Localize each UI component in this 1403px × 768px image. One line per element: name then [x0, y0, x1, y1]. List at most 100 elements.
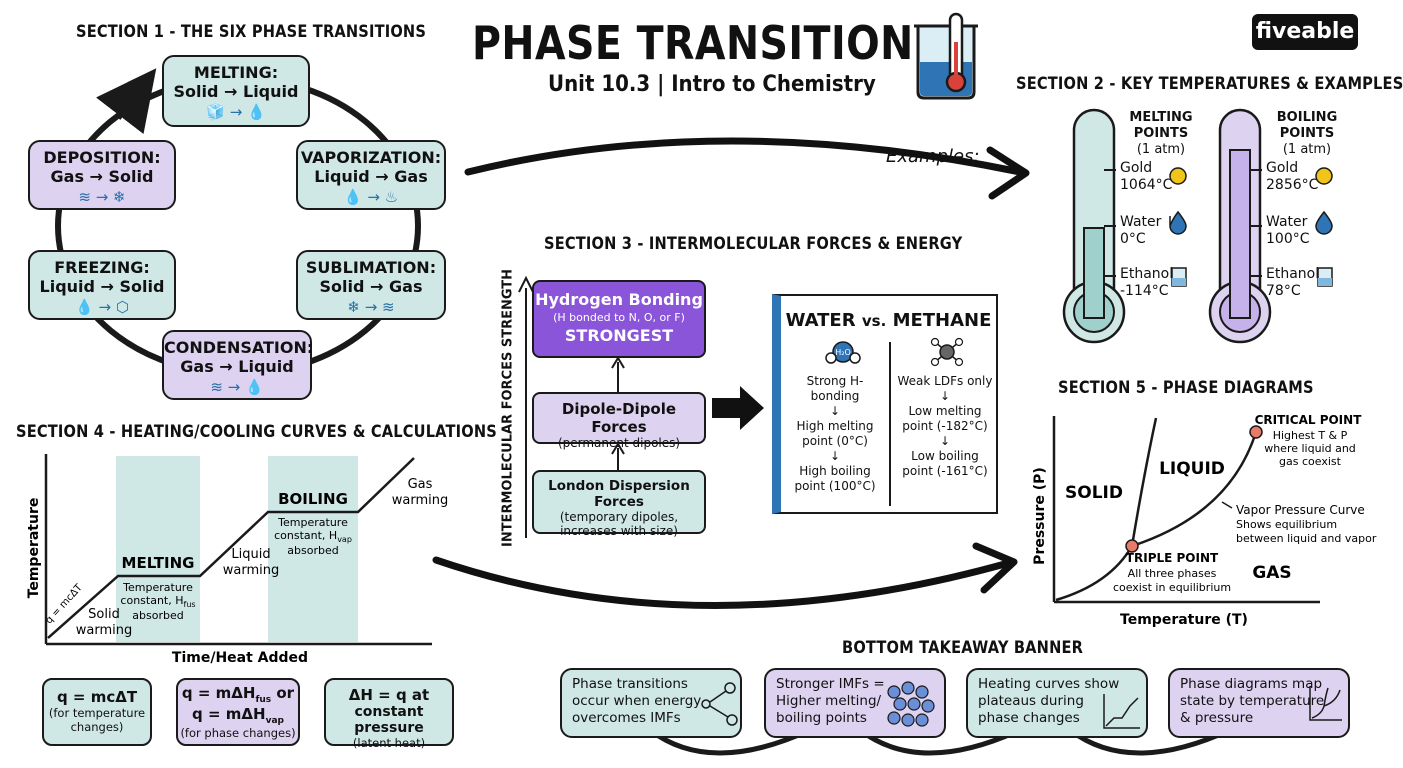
down-arrow-icon: ↓ — [829, 404, 841, 418]
melting-points-title: MELTING POINTS — [1129, 110, 1193, 141]
vapor-curve-d1: Shows equilibrium — [1236, 518, 1337, 531]
methane-molecule-icon — [930, 337, 964, 367]
sublimation-curve — [1055, 545, 1134, 602]
dipole-name: Dipole-Dipole Forces — [561, 400, 677, 436]
gold-coin-icon — [1169, 167, 1187, 185]
triple-point-title: TRIPLE POINT — [1126, 551, 1219, 565]
water-prop-1: Strong H-bonding — [806, 374, 864, 403]
deposition-change: Gas → Solid — [50, 167, 154, 186]
sublimation-box: SUBLIMATION: Solid → Gas ❄ → ≋ — [296, 250, 446, 320]
thermometers — [1062, 108, 1272, 344]
takeaway-2: Stronger IMFs = Higher melting/ boiling … — [764, 668, 946, 738]
dipole-dipole-box: Dipole-Dipole Forces (permanent dipoles) — [532, 392, 706, 450]
water-to-steam-icon: 💧 → ♨ — [343, 188, 399, 206]
phase-diagram-icon — [1309, 686, 1342, 721]
svg-text:constant, Hvap: constant, Hvap — [274, 529, 352, 544]
takeaway-4-l1: Phase diagrams map — [1180, 676, 1323, 692]
takeaway-3-l1: Heating curves show — [978, 676, 1120, 692]
beaker-thermometer-icon — [914, 12, 978, 100]
melting-detail-3: absorbed — [132, 609, 183, 622]
ice-to-water-icon: 🧊 → 💧 — [206, 103, 266, 121]
formula-2-l1end: or — [271, 684, 295, 702]
melting-points-header: MELTING POINTS (1 atm) — [1106, 110, 1216, 158]
triple-point-d1: All three phases — [1128, 567, 1217, 580]
mp-water: Water 0°C — [1120, 214, 1161, 248]
condensation-change: Gas → Liquid — [180, 357, 294, 376]
bp-ethanol: Ethanol 78°C — [1266, 266, 1319, 300]
takeaway-4-l3: & pressure — [1180, 710, 1254, 726]
heating-curve-line — [47, 457, 415, 639]
melting-box: MELTING: Solid → Liquid 🧊 → 💧 — [162, 55, 310, 127]
freezing-change: Liquid → Solid — [39, 277, 165, 296]
water-prop-2: High melting — [796, 419, 874, 433]
snowflake-to-gas-icon: ❄ → ≋ — [347, 298, 395, 316]
down-arrow-icon: ↓ — [939, 389, 951, 403]
melting-detail-1: Temperature — [122, 581, 193, 594]
section4-title: SECTION 4 - HEATING/COOLING CURVES & CAL… — [16, 422, 498, 442]
fusion-curve — [1130, 417, 1158, 547]
takeaway-3-l3: phase changes — [978, 710, 1080, 726]
water-drop-icon — [1315, 210, 1333, 235]
takeaway-1-l2: occur when energy — [572, 693, 702, 709]
bp-water-name: Water — [1266, 214, 1308, 230]
bp-ethanol-name: Ethanol — [1266, 266, 1320, 282]
methane-prop-3: point (-182°C) — [902, 419, 988, 433]
xlabel-time-heat: Time/Heat Added — [172, 650, 308, 666]
mp-gold-name: Gold — [1120, 160, 1153, 176]
boiling-plateau-band — [268, 456, 358, 642]
formula-1-note1: (for temperature — [48, 706, 146, 720]
boiling-detail-1: Temperature — [277, 516, 348, 529]
formula-2-l2sub: vap — [265, 716, 284, 726]
formula-box-enthalpy: ΔH = q at constant pressure (latent heat… — [324, 678, 454, 750]
freezing-label: FREEZING: — [54, 258, 150, 277]
vaporization-label: VAPORIZATION: — [300, 148, 442, 167]
triple-point-marker — [1125, 539, 1139, 553]
compare-vs: vs. — [861, 312, 887, 330]
ylabel-pressure: Pressure (P) — [1032, 467, 1048, 565]
methane-prop-5: point (-161°C) — [902, 464, 988, 478]
critical-point-d2: where liquid and — [1264, 442, 1356, 455]
hbond-tag: STRONGEST — [564, 326, 674, 345]
down-arrow-icon: ↓ — [939, 434, 951, 448]
page-subtitle: Unit 10.3 | Intro to Chemistry — [548, 72, 876, 97]
solid-warming-1: Solid — [88, 607, 120, 622]
water-molecule-label: H₂O — [835, 348, 851, 357]
formula-3-main1: ΔH = q at — [348, 686, 430, 704]
mp-ethanol-value: -114°C — [1120, 283, 1169, 299]
boiling-detail-sub: vap — [337, 535, 352, 544]
formula-box-temperature: q = mcΔT (for temperature changes) — [42, 678, 152, 746]
hbond-name: Hydrogen Bonding — [535, 290, 703, 309]
london-detail1: (temporary dipoles, — [559, 510, 679, 524]
page-title: PHASE TRANSITIONS — [472, 16, 943, 70]
section3-title: SECTION 3 - INTERMOLECULAR FORCES & ENER… — [544, 234, 963, 254]
imf-axis-arrow — [518, 275, 534, 538]
examples-label: Examples: — [886, 146, 980, 167]
takeaway-2-l3: boiling points — [776, 710, 867, 726]
hbond-detail: (H bonded to N, O, or F) — [553, 311, 685, 324]
condensation-box: CONDENSATION: Gas → Liquid ≋ → 💧 — [162, 330, 313, 400]
gold-coin-icon — [1315, 167, 1333, 185]
methane-prop-1: Weak LDFs only — [897, 374, 993, 388]
deposition-label: DEPOSITION: — [43, 148, 161, 167]
mp-water-value: 0°C — [1120, 231, 1146, 247]
imf-strength-axis-label: INTERMOLECULAR FORCES STRENGTH — [500, 268, 516, 548]
critical-point-d1: Highest T & P — [1273, 429, 1348, 442]
bp-gold-value: 2856°C — [1266, 177, 1319, 193]
takeaway-2-l2: Higher melting/ — [776, 693, 882, 709]
heating-curve-icon — [1103, 694, 1140, 729]
compare-right: METHANE — [892, 310, 992, 331]
takeaway-3: Heating curves show plateaus during phas… — [966, 668, 1148, 738]
takeaway-3-l2: plateaus during — [978, 693, 1084, 709]
melting-label: MELTING: — [193, 63, 279, 82]
bp-gold: Gold 2856°C — [1266, 160, 1318, 194]
vaporization-box: VAPORIZATION: Liquid → Gas 💧 → ♨ — [296, 140, 446, 210]
formula-2-line2: q = mΔHvap — [178, 705, 298, 726]
melting-label: MELTING — [122, 554, 195, 572]
gas-to-snowflake-icon: ≋ → ❄ — [78, 188, 126, 206]
fiveable-logo[interactable]: fiveable — [1252, 14, 1358, 50]
formula-2-note: (for phase changes) — [180, 726, 296, 740]
liquid-warming-1: Liquid — [231, 547, 270, 562]
water-molecule-icon: H₂O — [825, 341, 861, 364]
vapor-pressure-curve — [1131, 431, 1258, 548]
